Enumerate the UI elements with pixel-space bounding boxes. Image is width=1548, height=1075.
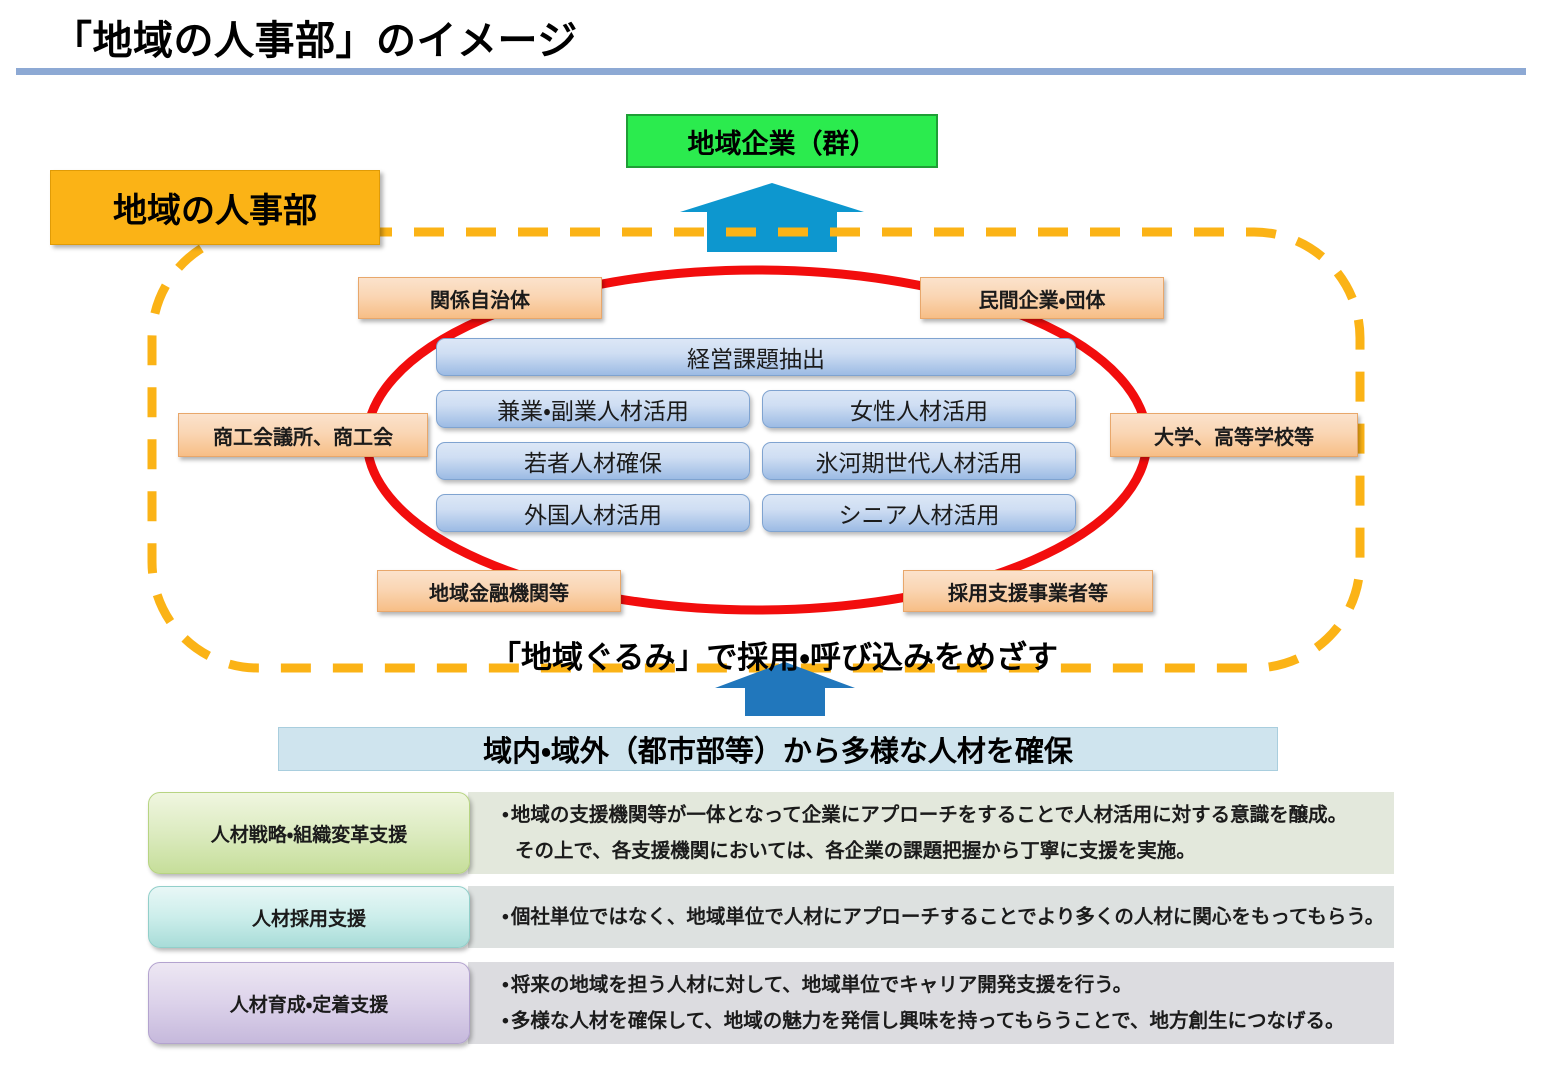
support-row-hr-strategy: 地域の支援機関等が一体となって企業にアプローチをすることで人材活用に対する意識を… [148,792,1394,874]
support-tag-label: 人材育成・定着支援 [229,994,389,1016]
regional-hr-dept-label: 地域の人事部 [113,192,317,230]
partner-label: 採用支援事業者等 [948,582,1108,605]
capability-youth-talent: 若者人材確保 [436,442,750,480]
support-bullet: 地域の支援機関等が一体となって企業にアプローチをすることで人材活用に対する意識を… [502,801,1380,829]
support-row-hr-recruitment: 個社単位ではなく、地域単位で人材にアプローチすることでより多くの人材に関心をもっ… [148,886,1394,948]
support-row-body: 個社単位ではなく、地域単位で人材にアプローチすることでより多くの人材に関心をもっ… [468,886,1394,948]
partner-recruiting-providers: 採用支援事業者等 [903,570,1153,612]
capability-label: 外国人材活用 [524,502,662,528]
capability-label: 兼業・副業人材活用 [497,398,689,424]
regional-hr-dept-box: 地域の人事部 [50,170,380,245]
support-tag-hr-strategy: 人材戦略・組織変革支援 [148,792,470,874]
partner-label: 大学、高等学校等 [1154,426,1314,449]
support-tag-hr-recruitment: 人材採用支援 [148,886,470,948]
partner-private-companies: 民間企業・団体 [920,277,1164,319]
partner-local-government: 関係自治体 [358,277,602,319]
support-bullet: 個社単位ではなく、地域単位で人材にアプローチすることでより多くの人材に関心をもっ… [502,903,1384,931]
partner-label: 地域金融機関等 [429,582,569,605]
partner-regional-finance: 地域金融機関等 [377,570,621,612]
support-row-hr-development: 将来の地域を担う人材に対して、地域単位でキャリア開発支援を行う。 多様な人材を確… [148,962,1394,1044]
up-arrow-from-talent-pool [715,662,855,716]
partner-label: 関係自治体 [430,289,530,312]
partner-chamber-of-commerce: 商工会議所、商工会 [178,413,428,457]
capability-label: シニア人材活用 [838,502,1000,528]
support-bullet: 将来の地域を担う人材に対して、地域単位でキャリア開発支援を行う。 [502,971,1380,999]
capability-label: 氷河期世代人材活用 [815,450,1023,476]
talent-sourcing-banner: 域内・域外（都市部等）から多様な人材を確保 [278,727,1278,771]
capability-ice-age-generation: 氷河期世代人材活用 [762,442,1076,480]
support-row-body: 地域の支援機関等が一体となって企業にアプローチをすることで人材活用に対する意識を… [468,792,1394,874]
up-arrow-to-companies [680,183,864,252]
capability-side-job-talent: 兼業・副業人材活用 [436,390,750,428]
support-tag-hr-development: 人材育成・定着支援 [148,962,470,1044]
support-tag-label: 人材採用支援 [251,908,366,930]
support-bullet: その上で、各支援機関においては、各企業の課題把握から丁寧に支援を実施。 [515,839,1196,862]
capability-label: 経営課題抽出 [687,346,825,372]
capability-senior-talent: シニア人材活用 [762,494,1076,532]
support-row-body: 将来の地域を担う人材に対して、地域単位でキャリア開発支援を行う。 多様な人材を確… [468,962,1394,1044]
red-collaboration-ellipse [362,265,1152,615]
support-bullet: 多様な人材を確保して、地域の魅力を発信し興味を持ってもらうことで、地方創生につな… [502,1007,1380,1035]
regional-companies-label: 地域企業（群） [687,128,877,159]
page-title: 「地域の人事部」のイメージ [52,19,578,63]
capability-management-issues: 経営課題抽出 [436,338,1076,376]
capability-label: 若者人材確保 [524,450,662,476]
capability-label: 女性人材活用 [850,398,988,424]
capability-women-talent: 女性人材活用 [762,390,1076,428]
partner-universities: 大学、高等学校等 [1110,413,1358,457]
talent-sourcing-label: 域内・域外（都市部等）から多様な人材を確保 [483,736,1073,768]
partner-label: 民間企業・団体 [978,289,1106,312]
capability-foreign-talent: 外国人材活用 [436,494,750,532]
support-tag-label: 人材戦略・組織変革支援 [210,824,408,846]
partner-label: 商工会議所、商工会 [213,426,393,449]
regional-companies-box: 地域企業（群） [626,114,938,168]
region-wide-caption: 「地域ぐるみ」で採用・呼び込みをめざす [490,640,1058,675]
title-divider [16,68,1526,75]
